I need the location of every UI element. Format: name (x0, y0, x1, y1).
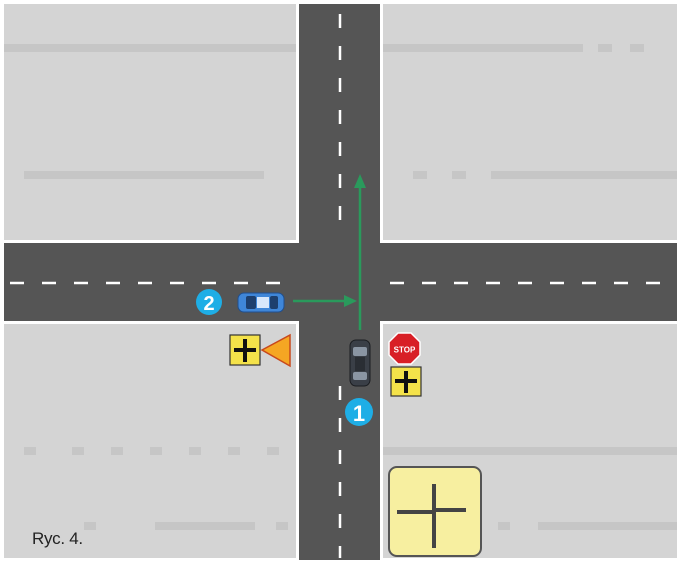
lane-markings (10, 14, 660, 558)
vehicle-1-badge: 1 (345, 398, 373, 426)
block-stripes (4, 44, 677, 530)
stop-sign-text: STOP (394, 346, 416, 355)
sign-crossroad-priority-right (390, 366, 422, 397)
vehicle-2-number: 2 (203, 293, 214, 315)
curbs (4, 4, 677, 560)
sign-crossroad-priority-left (229, 334, 261, 366)
path-arrow-vehicle-1 (354, 174, 366, 330)
warning-triangle-icon (260, 333, 291, 368)
path-arrow-vehicle-2 (293, 295, 357, 307)
road-layout-info-sign (388, 466, 482, 557)
vehicle-1-number: 1 (353, 401, 365, 426)
block-top-right (383, 4, 677, 240)
horizontal-road (4, 243, 677, 321)
block-top-left (4, 4, 296, 240)
vehicle-paths (293, 174, 366, 330)
figure-caption: Ryc. 4. (32, 529, 83, 548)
vehicle-1-car (349, 339, 371, 387)
vehicle-2-badge: 2 (196, 289, 222, 315)
vehicle-2-car (237, 292, 285, 313)
roads (4, 4, 677, 560)
stop-sign: STOP (388, 332, 421, 365)
